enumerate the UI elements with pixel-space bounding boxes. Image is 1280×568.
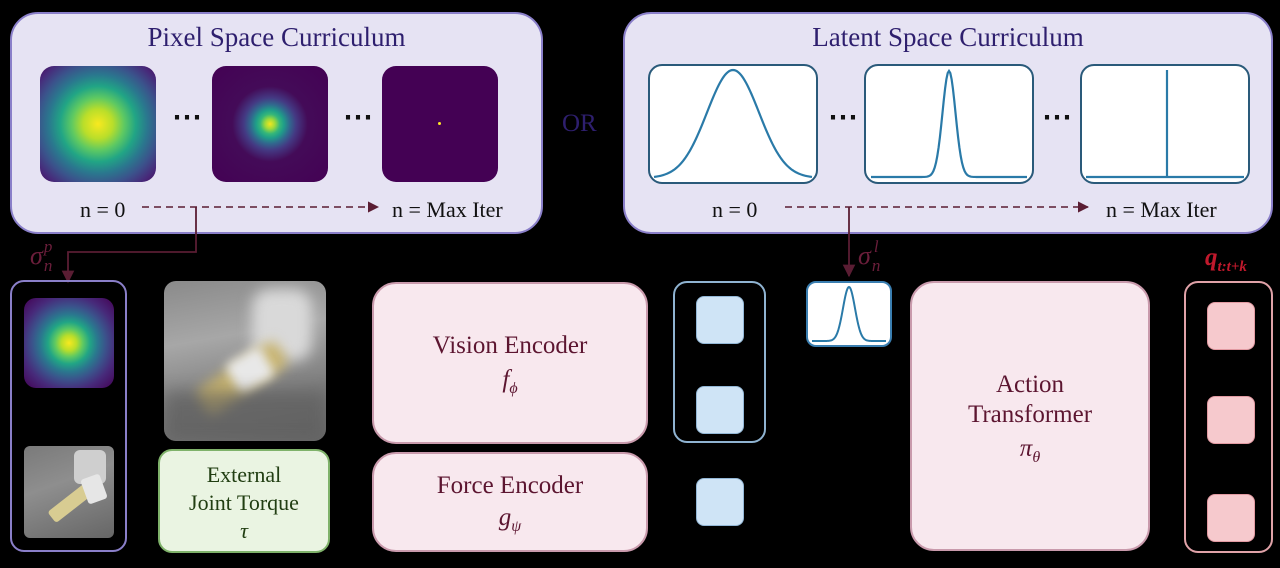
torque-line2: Joint Torque xyxy=(189,490,299,515)
output-token-stack xyxy=(1184,281,1273,553)
gaussian-spike xyxy=(1080,64,1250,184)
vision-token-2 xyxy=(696,386,744,434)
vision-encoder-title: Vision Encoder xyxy=(432,332,588,359)
action-transformer-line2: Transformer xyxy=(967,401,1093,428)
pixel-panel-title: Pixel Space Curriculum xyxy=(147,22,406,52)
pixel-input-stack xyxy=(10,280,127,552)
external-joint-torque-box: External Joint Torque τ xyxy=(158,449,330,553)
pixel-end-label: n = Max Iter xyxy=(392,197,503,222)
latent-end-label: n = Max Iter xyxy=(1106,197,1217,222)
latent-ellipsis-1: ⋯ xyxy=(828,101,859,134)
output-token-1 xyxy=(1207,302,1255,350)
heatmap-narrow xyxy=(212,66,328,182)
input-camera-image xyxy=(24,446,114,538)
vision-encoder-symbol: fϕ xyxy=(502,366,518,397)
latent-ellipsis-2: ⋯ xyxy=(1042,101,1073,134)
heatmap-point xyxy=(382,66,498,182)
gaussian-narrow xyxy=(864,64,1034,184)
vision-token-stack xyxy=(673,281,766,443)
gaussian-wide xyxy=(648,64,818,184)
force-encoder-symbol: gψ xyxy=(498,504,522,535)
latent-start-label: n = 0 xyxy=(712,197,758,222)
latent-gaussian-token xyxy=(806,281,892,347)
pixel-ellipsis-2: ⋯ xyxy=(343,101,374,134)
action-transformer-box: Action Transformer πθ xyxy=(910,281,1150,551)
output-token-2 xyxy=(1207,396,1255,444)
action-transformer-symbol: πθ xyxy=(1019,435,1041,466)
heatmap-wide xyxy=(40,66,156,182)
force-token xyxy=(696,478,744,526)
output-label: qt:t+k xyxy=(1205,244,1247,275)
force-encoder-box: Force Encoder gψ xyxy=(372,452,648,552)
action-transformer-line1: Action xyxy=(995,371,1065,398)
torque-line1: External xyxy=(206,462,282,487)
output-token-3 xyxy=(1207,494,1255,542)
pixel-ellipsis-1: ⋯ xyxy=(172,101,203,134)
force-encoder-title: Force Encoder xyxy=(436,472,584,499)
vision-encoder-box: Vision Encoder fϕ xyxy=(372,282,648,444)
input-heatmap xyxy=(24,298,114,388)
torque-symbol: τ xyxy=(240,518,248,543)
blurred-camera-image xyxy=(164,281,326,441)
vision-token-1 xyxy=(696,296,744,344)
pixel-sigma-connector xyxy=(61,207,197,284)
latent-panel-title: Latent Space Curriculum xyxy=(812,22,1084,52)
pixel-start-label: n = 0 xyxy=(80,197,126,222)
or-label: OR xyxy=(562,110,597,137)
